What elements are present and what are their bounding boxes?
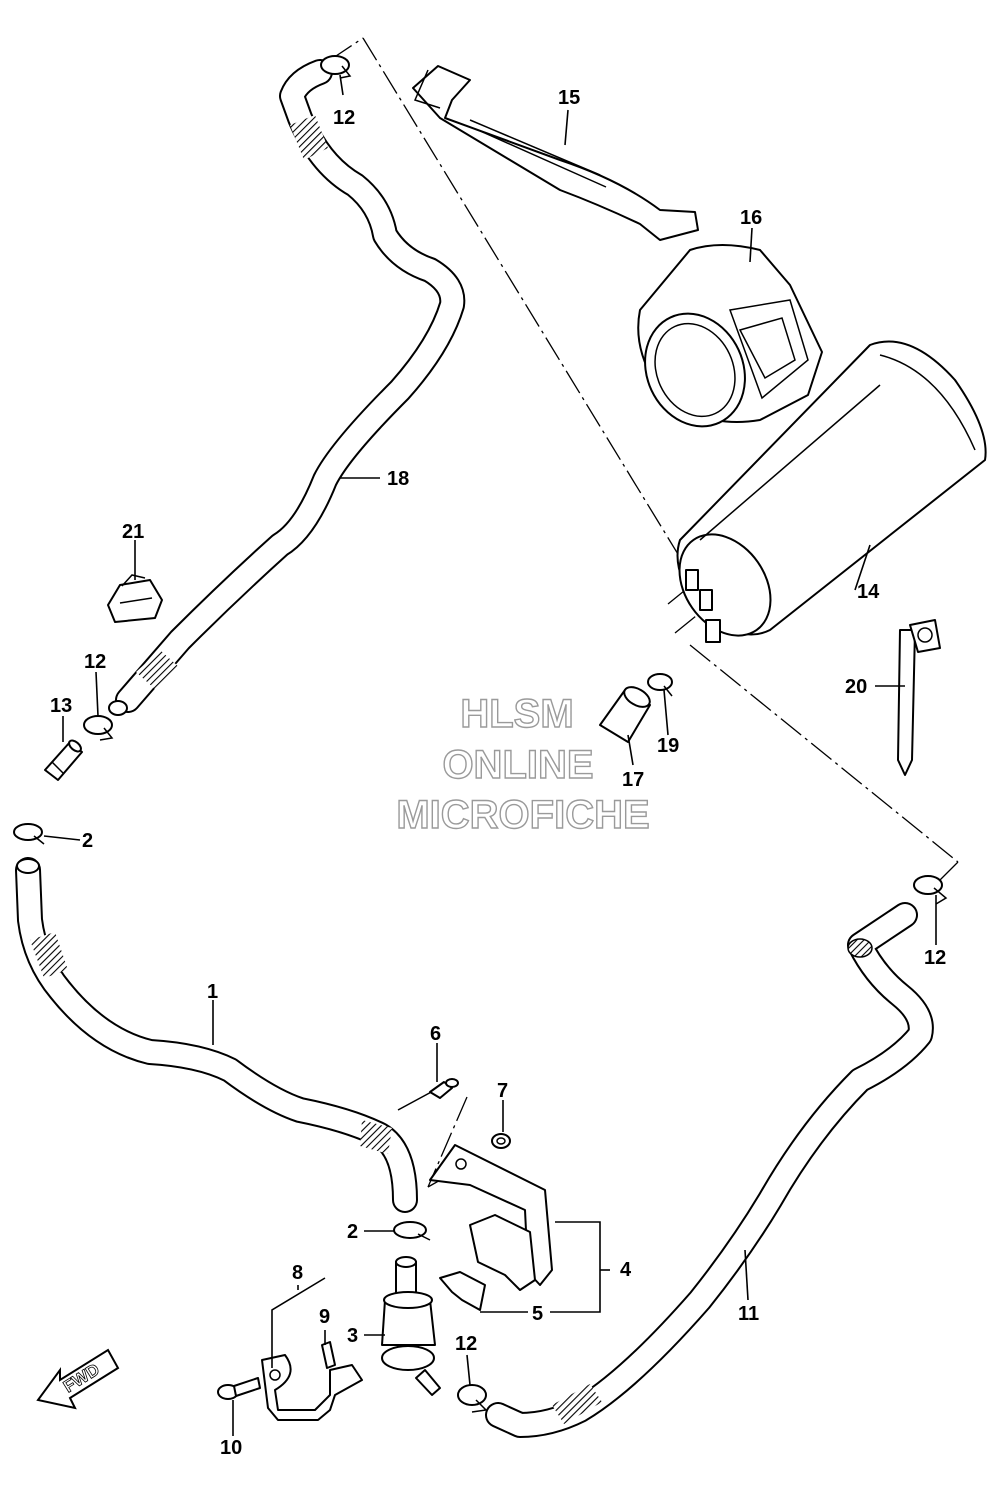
clamp-12-top[interactable] — [320, 55, 352, 79]
callout-5: 5 — [532, 1303, 543, 1325]
callout-3: 3 — [347, 1325, 358, 1347]
callout-15: 15 — [558, 87, 580, 109]
clamp-19[interactable] — [647, 673, 673, 697]
callout-2: 2 — [82, 830, 93, 852]
callout-20: 20 — [845, 676, 867, 698]
reference-lines — [329, 37, 959, 1188]
rivet-6[interactable] — [397, 1078, 459, 1111]
hose-11[interactable] — [485, 902, 934, 1438]
callout-13: 13 — [50, 695, 72, 717]
strap-15[interactable] — [412, 65, 699, 241]
callout-12: 12 — [333, 107, 355, 129]
callout-1: 1 — [207, 981, 218, 1003]
clip-21[interactable] — [107, 574, 163, 623]
leader-lines — [43, 74, 937, 1436]
clamp-bracket-8[interactable] — [261, 1354, 363, 1421]
callout-19: 19 — [657, 735, 679, 757]
valve-3[interactable] — [381, 1256, 441, 1396]
callout-18: 18 — [387, 468, 409, 490]
bracket-4[interactable] — [429, 1144, 553, 1291]
tie-strap-20[interactable] — [897, 619, 941, 776]
clamp-2-top[interactable] — [13, 823, 45, 845]
callout-4: 4 — [620, 1259, 632, 1281]
clip-9[interactable] — [321, 1341, 336, 1369]
callout-16: 16 — [740, 207, 762, 229]
callout-12: 12 — [924, 947, 946, 969]
clamp-12-left[interactable] — [83, 715, 114, 741]
callout-6: 6 — [430, 1023, 441, 1045]
clamp-2-bottom[interactable] — [393, 1221, 431, 1241]
watermark: HLSM ONLINE MICROFICHE — [396, 691, 651, 837]
callout-11: 11 — [738, 1303, 759, 1325]
clamp-12-right[interactable] — [913, 875, 948, 905]
callout-9: 9 — [319, 1306, 330, 1328]
callout-8: 8 — [292, 1262, 303, 1284]
screw-10[interactable] — [217, 1377, 261, 1400]
callout-2: 2 — [347, 1221, 358, 1243]
callout-10: 10 — [220, 1437, 242, 1459]
watermark-line-3: MICROFICHE — [396, 793, 649, 837]
callout-12: 12 — [455, 1333, 477, 1355]
canister-14[interactable] — [661, 340, 987, 653]
callout-14: 14 — [857, 581, 880, 603]
bracket-5[interactable] — [439, 1271, 486, 1311]
watermark-line-2: ONLINE — [442, 743, 593, 787]
callout-17: 17 — [622, 769, 644, 791]
connector-13[interactable] — [44, 738, 83, 781]
callout-21: 21 — [122, 521, 144, 543]
hose-18[interactable] — [108, 59, 466, 716]
callout-labels: 12 15 16 18 21 14 20 12 13 17 19 2 12 1 … — [50, 87, 946, 1459]
forward-direction-arrow: FWD — [36, 1348, 120, 1410]
holder-16[interactable] — [627, 244, 823, 443]
hose-1[interactable] — [15, 857, 418, 1213]
washer-7[interactable] — [491, 1133, 511, 1149]
hose-piece-17[interactable] — [599, 683, 653, 743]
clamp-12-bottom[interactable] — [457, 1384, 488, 1413]
callout-7: 7 — [497, 1080, 508, 1102]
watermark-line-1: HLSM — [460, 692, 573, 736]
callout-12: 12 — [84, 651, 106, 673]
